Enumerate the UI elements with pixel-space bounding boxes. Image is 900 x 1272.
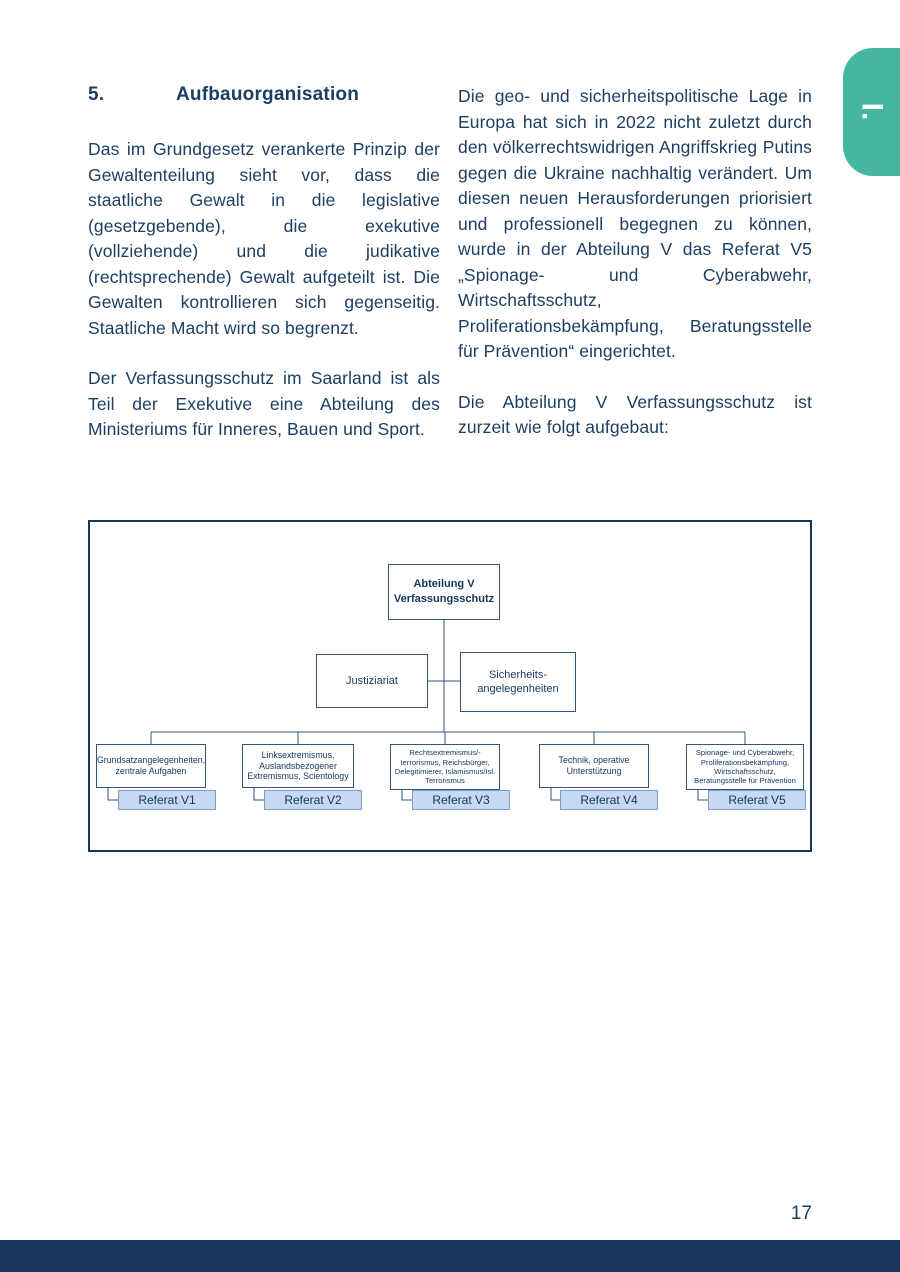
section-title: Aufbauorganisation [176, 84, 360, 105]
org-staff-box-sicherheitsangelegenheiten: Sicherheits­angelegenheiten [460, 652, 576, 712]
org-referat-label-v2: Referat V2 [264, 790, 362, 810]
section-tab: I. [843, 48, 900, 176]
org-chart-connectors [107, 620, 746, 801]
org-referat-desc-v2: Linksextremismus, Auslandsbezogener Extr… [242, 744, 354, 788]
paragraph-verfassungsschutz-saarland: Der Verfassungsschutz im Saarland ist al… [88, 368, 440, 439]
org-referat-label-v5: Referat V5 [708, 790, 806, 810]
org-referat-desc-v1: Grundsatzangelegenheiten, zentrale Aufga… [96, 744, 206, 788]
org-referat-desc-v3: Rechtsextremismus/- terrorismus, Reichsb… [390, 744, 500, 790]
paragraph-aufbau-intro: Die Abteilung V Verfassungsschutz ist zu… [458, 391, 812, 438]
section-heading: 5. Aufbauorganisation [88, 84, 359, 106]
paragraph-sicherheitslage: Die geo- und sicherheitspolitische Lage … [458, 86, 812, 361]
page-number: 17 [790, 1203, 812, 1224]
left-column: Das im Grundgesetz verankerte Prinzip de… [88, 137, 440, 468]
paragraph-gewaltenteilung: Das im Grundgesetz verankerte Prinzip de… [88, 139, 440, 338]
org-referat-label-v3: Referat V3 [412, 790, 510, 810]
section-number: 5. [88, 84, 105, 105]
org-referat-label-v1: Referat V1 [118, 790, 216, 810]
right-column: Die geo- und sicherheitspolitische Lage … [458, 84, 812, 466]
bottom-bar [0, 1240, 900, 1272]
org-staff-box-justiziariat: Justiziariat [316, 654, 428, 708]
org-referat-label-v4: Referat V4 [560, 790, 658, 810]
org-referat-desc-v5: Spionage- und Cyberabwehr, Proliferation… [686, 744, 804, 790]
section-tab-label: I. [855, 102, 889, 122]
org-chart: Abteilung V Verfassungsschutz Justiziari… [88, 520, 812, 852]
org-referat-desc-v4: Technik, operative Unterstützung [539, 744, 649, 788]
org-root-box: Abteilung V Verfassungsschutz [388, 564, 500, 620]
